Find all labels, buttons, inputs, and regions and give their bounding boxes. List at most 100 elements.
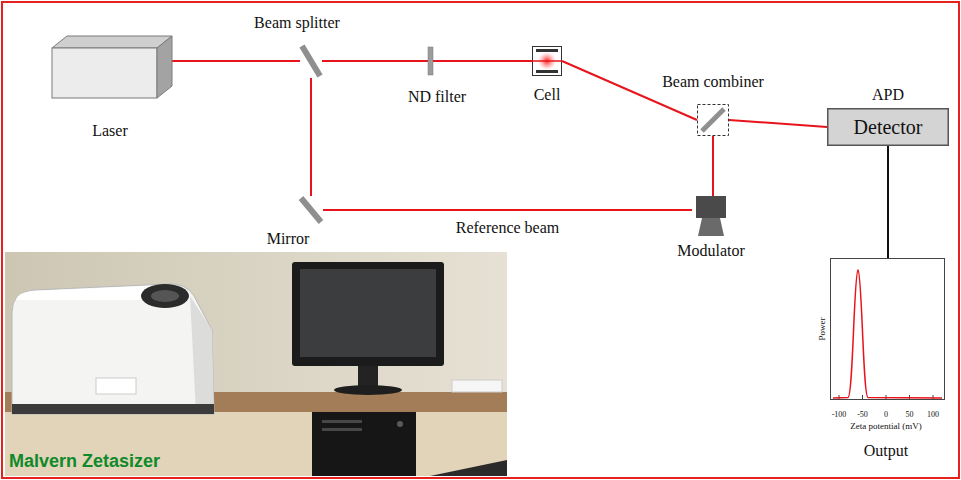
mirror: Mirror: [299, 196, 323, 224]
beam-splitter-shape: [300, 44, 322, 78]
text-holder: Laser: [92, 122, 128, 140]
text-holder: Mirror: [267, 230, 310, 248]
tower-drive: [322, 428, 362, 431]
combiner-outline: [698, 105, 729, 136]
beam-combiner-shape: [697, 104, 729, 136]
axis-label: Power: [817, 318, 827, 341]
text-holder: Beam splitter: [254, 14, 340, 32]
tower-drive: [322, 420, 362, 423]
component-label: Cell: [534, 86, 561, 104]
component-label: Laser: [92, 122, 128, 140]
beam-combiner: Beam combiner: [697, 104, 729, 136]
laser: Laser: [52, 36, 172, 98]
optical-plate: [702, 109, 724, 131]
text-holder: 100: [927, 403, 939, 421]
tick-label: 100: [927, 410, 939, 419]
laser-top-face: [52, 36, 172, 48]
text-holder: Output: [864, 442, 908, 460]
signal-wire: [887, 146, 889, 258]
tick-label: -50: [857, 410, 868, 419]
plot-title: Output: [864, 442, 908, 460]
modulator-base: [698, 218, 724, 236]
instrument-lid: [141, 284, 189, 308]
axis-label: Zeta potential (mV): [850, 421, 921, 431]
mirror-shape: [299, 196, 323, 224]
laser-beam: [433, 60, 532, 62]
text-holder: Detector: [854, 116, 923, 139]
component-label: Modulator: [677, 242, 745, 260]
desk-front: [5, 412, 507, 476]
detector-box: APDDetector: [827, 108, 949, 146]
beam-splitter: Beam splitter: [300, 44, 322, 78]
scattered-beam: [729, 120, 827, 127]
nd-filter: ND filter: [428, 47, 433, 75]
scattered-beam: [562, 61, 697, 120]
text-holder: Modulator: [677, 242, 745, 260]
text-holder: Reference beam: [454, 219, 561, 237]
modulator-shape: [692, 196, 730, 236]
tick-label: -100: [832, 410, 847, 419]
tower-button: [397, 421, 403, 427]
reference-beam: [323, 209, 692, 211]
text-holder: APD: [872, 86, 904, 104]
text-holder: ND filter: [408, 88, 466, 106]
monitor-base: [334, 385, 402, 395]
instrument-base: [12, 404, 214, 414]
keyboard: [430, 460, 507, 476]
component-label: Beam splitter: [254, 14, 340, 32]
text-holder: 0: [884, 403, 888, 421]
optical-plate: [302, 46, 320, 76]
beam-in-cell: [532, 60, 562, 62]
reference-beam: [310, 78, 312, 196]
component-label: Beam combiner: [662, 73, 764, 91]
tick-mark: [862, 395, 863, 399]
cell-outline: [533, 47, 562, 76]
monitor-stand: [358, 366, 378, 388]
tick-label: 0: [884, 410, 888, 419]
modulator: Modulator: [692, 196, 730, 236]
cell-electrode: [536, 70, 558, 73]
spectrum-peak: [833, 270, 942, 398]
computer-tower: [312, 412, 416, 476]
instrument-body: [12, 284, 214, 414]
component-label: ND filter: [408, 88, 466, 106]
text-holder: Power: [811, 318, 829, 341]
optical-plate: [301, 198, 321, 222]
text-holder: Cell: [534, 86, 561, 104]
laser-front-face: [52, 48, 157, 98]
paper-stack: [452, 380, 502, 392]
modulator-body: [696, 196, 726, 218]
tick-label: 50: [906, 410, 914, 419]
component-label: Detector: [854, 116, 923, 139]
text-holder: Malvern Zetasizer: [9, 451, 160, 472]
instrument-lid-inner: [151, 290, 179, 302]
component-label: Mirror: [267, 230, 310, 248]
instrument-sticker: [96, 378, 136, 394]
plot-frame: [831, 259, 945, 400]
output-plot: PowerZeta potential (mV)Output: [830, 258, 945, 400]
monitor-bezel: [292, 262, 444, 366]
instrument-side: [190, 296, 214, 414]
text-holder: Beam combiner: [662, 73, 764, 91]
laser-beam: [172, 60, 300, 62]
instrument-photo: [5, 252, 507, 476]
cell-electrode: [536, 49, 558, 52]
detector-outline: [828, 109, 949, 146]
monitor-screen: [300, 269, 436, 357]
photo-wall: [5, 252, 507, 476]
text-holder: -100: [832, 403, 847, 421]
sample-cell: Cell: [532, 46, 562, 76]
filter-plate: [428, 47, 433, 75]
component-label: APD: [872, 86, 904, 104]
photo-caption: Malvern Zetasizer: [9, 451, 160, 472]
nd-filter-shape: [428, 47, 433, 75]
laser-shape: [52, 36, 172, 98]
sample-cell-shape: [532, 46, 562, 76]
reference-beam: [712, 136, 714, 196]
laser-side-face: [157, 36, 172, 98]
text-holder: 50: [906, 403, 914, 421]
